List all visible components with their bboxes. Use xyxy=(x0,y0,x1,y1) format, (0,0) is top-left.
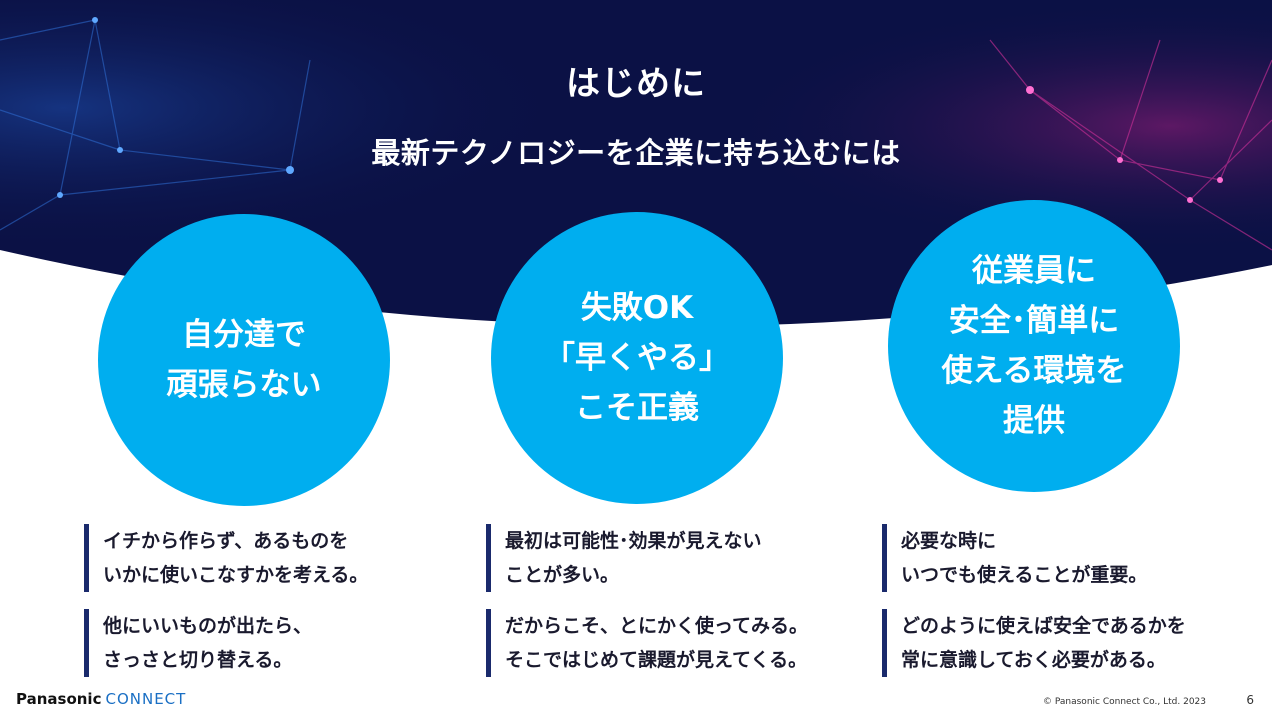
bullet-block-3a: 必要な時に いつでも使えることが重要。 xyxy=(882,524,1147,592)
bullet-line: どのように使えば安全であるかを xyxy=(901,615,1186,637)
circle-line: 従業員に xyxy=(972,253,1096,289)
bullet-line: いつでも使えることが重要。 xyxy=(901,564,1148,586)
bullet-line: 必要な時に xyxy=(901,530,997,552)
bullet-line: 他にいいものが出たら、 xyxy=(103,615,313,637)
bullet-line: イチから作らず、あるものを xyxy=(103,530,349,552)
page-subtitle: 最新テクノロジーを企業に持ち込むには xyxy=(371,136,901,170)
circle-line: 提供 xyxy=(1003,403,1065,439)
brand-name: Panasonic xyxy=(16,690,102,708)
circle-principle-1: 自分達で 頑張らない xyxy=(98,214,390,506)
circle-line: 安全･簡単に xyxy=(948,303,1120,339)
bullet-line: さっさと切り替える。 xyxy=(103,649,293,671)
bullet-line: いかに使いこなすかを考える。 xyxy=(103,564,369,586)
circle-principle-3: 従業員に 安全･簡単に 使える環境を 提供 xyxy=(888,200,1180,492)
bullet-line: 常に意識しておく必要がある。 xyxy=(901,649,1166,671)
bullet-block-1b: 他にいいものが出たら、 さっさと切り替える。 xyxy=(84,609,312,677)
circle-line: 「早くやる」 xyxy=(544,340,730,376)
circle-line: 使える環境を xyxy=(941,353,1127,389)
copyright: © Panasonic Connect Co., Ltd. 2023 xyxy=(1043,697,1206,707)
page-number: 6 xyxy=(1246,693,1254,707)
circle-line: こそ正義 xyxy=(575,390,699,426)
bullet-line: 最初は可能性･効果が見えない xyxy=(505,530,762,552)
brand-sub: CONNECT xyxy=(105,690,187,708)
page-title: はじめに xyxy=(566,64,706,104)
bullet-line: そこではじめて課題が見えてくる。 xyxy=(505,649,808,671)
bullet-block-1a: イチから作らず、あるものを いかに使いこなすかを考える。 xyxy=(84,524,368,592)
circle-line: 頑張らない xyxy=(166,367,322,403)
circle-principle-2: 失敗OK 「早くやる」 こそ正義 xyxy=(491,212,783,504)
bullet-block-2a: 最初は可能性･効果が見えない ことが多い。 xyxy=(486,524,762,592)
bullet-line: ことが多い。 xyxy=(505,564,620,586)
bullet-block-3b: どのように使えば安全であるかを 常に意識しておく必要がある。 xyxy=(882,609,1186,677)
circle-line: 自分達で xyxy=(182,317,306,353)
bullet-line: だからこそ、とにかく使ってみる。 xyxy=(505,615,809,637)
bullet-block-2b: だからこそ、とにかく使ってみる。 そこではじめて課題が見えてくる。 xyxy=(486,609,808,677)
circle-line: 失敗OK xyxy=(580,290,694,326)
